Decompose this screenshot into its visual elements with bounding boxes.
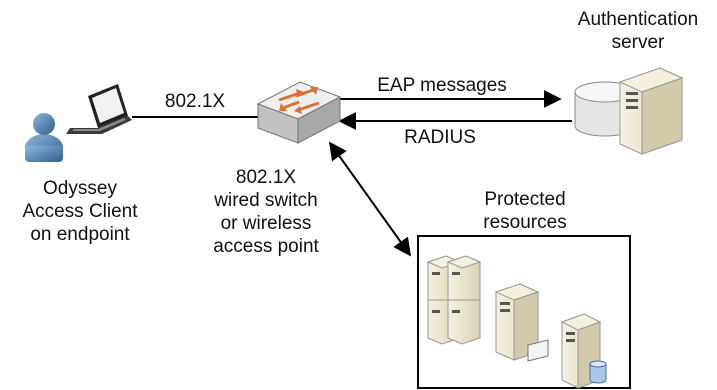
switch-label-line4: access point [213,236,319,257]
protected-label-line1: Protected [484,189,566,210]
radius-label: RADIUS [390,126,490,149]
protected-label-line2: resources [483,212,567,233]
radius-text: RADIUS [404,127,476,148]
auth-server-label: Authentication server [568,8,708,54]
eap-messages-label: EAP messages [362,74,522,97]
switch-label-line3: or wireless [220,213,312,234]
server-icon [494,283,549,362]
client-label-line1: Odyssey [43,178,117,199]
switch-label: 802.1X wired switch or wireless access p… [196,166,336,258]
switch-icon [256,81,342,144]
switch-label-line1: 802.1X [235,167,297,188]
switch-resources-arrow [328,141,412,257]
auth-server-label-line1: Authentication [577,9,699,30]
auth-server-label-line2: server [611,32,665,53]
laptop-icon [66,84,132,134]
client-label-line3: on endpoint [30,224,130,245]
server-rack-icon [426,255,482,345]
link-802-text: 802.1X [164,91,226,112]
protected-resources-label: Protected resources [455,188,595,234]
auth-server-icon [574,67,684,155]
link-802-label: 802.1X [150,90,240,113]
eap-messages-text: EAP messages [377,75,507,96]
database-icon [560,313,607,389]
client-label: Odyssey Access Client on endpoint [10,177,150,246]
user-icon [25,113,63,162]
switch-label-line2: wired switch [214,190,318,211]
client-label-line2: Access Client [22,201,138,222]
protected-resources-box [417,235,631,389]
